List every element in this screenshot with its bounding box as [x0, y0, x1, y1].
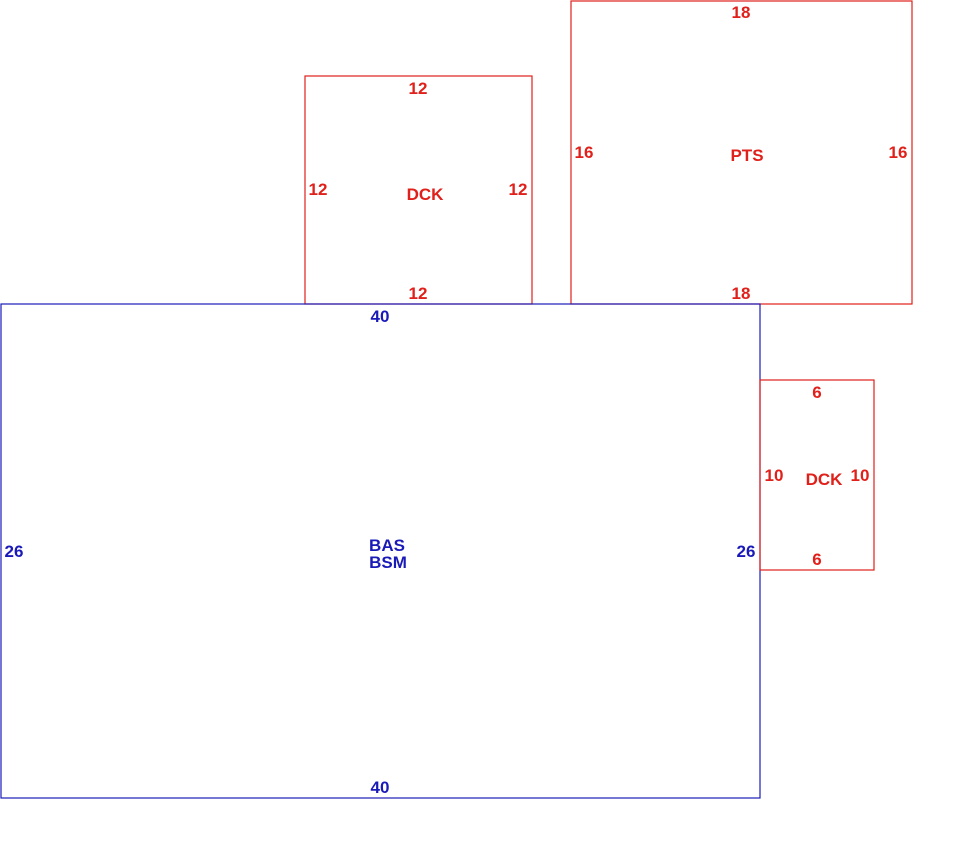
main-dim-bottom: 40: [371, 778, 390, 797]
deck-side-dim-right: 10: [851, 466, 870, 485]
deck-side-label: DCK: [806, 470, 844, 489]
deck-side-area: 6 6 10 10 DCK: [759, 379, 875, 571]
patio-dim-right: 16: [889, 143, 908, 162]
deck-top-area: 12 12 12 12 DCK: [304, 75, 533, 305]
main-label-line1: BAS: [369, 536, 405, 555]
deck-side-dim-top: 6: [812, 383, 821, 402]
patio-label: PTS: [730, 146, 763, 165]
main-dim-left: 26: [5, 542, 24, 561]
deck-side-outline: [759, 379, 875, 571]
deck-top-label: DCK: [407, 185, 445, 204]
main-dim-top: 40: [371, 307, 390, 326]
main-label-line2: BSM: [369, 553, 407, 572]
patio-dim-top: 18: [732, 3, 751, 22]
deck-top-dim-top: 12: [409, 79, 428, 98]
deck-top-dim-left: 12: [309, 180, 328, 199]
deck-side-dim-left: 10: [765, 466, 784, 485]
patio-dim-left: 16: [575, 143, 594, 162]
deck-top-dim-bottom: 12: [409, 284, 428, 303]
patio-dim-bottom: 18: [732, 284, 751, 303]
deck-top-dim-right: 12: [509, 180, 528, 199]
main-dim-right: 26: [737, 542, 756, 561]
patio-area: 18 18 16 16 PTS: [570, 0, 913, 305]
main-structure-area: 40 40 26 26 BAS BSM: [0, 303, 761, 799]
deck-side-dim-bottom: 6: [812, 550, 821, 569]
